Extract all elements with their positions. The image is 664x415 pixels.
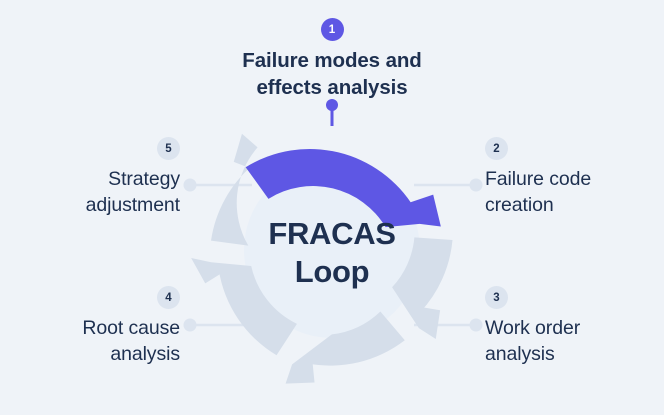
step-label-1: Failure modes and effects analysis (242, 49, 422, 99)
connector-dot-4 (183, 318, 197, 332)
arrow-segment-3 (285, 311, 405, 384)
step-node-1[interactable]: 1 Failure modes and effects analysis (182, 18, 482, 101)
center-title: FRACAS Loop (222, 215, 442, 291)
step-badge-3: 3 (485, 286, 508, 309)
connector-dot-5 (183, 178, 197, 192)
step-badge-2: 2 (485, 137, 508, 160)
step-label-3: Work order analysis (485, 317, 581, 366)
arrow-segment-5 (211, 133, 262, 246)
center-title-line-1: FRACAS (268, 216, 396, 251)
step-badge-1: 1 (320, 18, 344, 41)
step-label-4: Root cause analysis (82, 317, 180, 366)
step-node-3[interactable]: 3 Work order analysis (485, 286, 660, 367)
step-badge-5: 5 (157, 137, 180, 160)
step-node-4[interactable]: 4 Root cause analysis (5, 286, 180, 367)
arrow-segment-4 (191, 257, 297, 356)
step-label-2: Failure code creation (485, 168, 592, 217)
step-label-5: Strategy adjustment (85, 168, 180, 217)
stem-dot (326, 99, 338, 111)
arrow-segment-2 (392, 237, 453, 339)
connector-dot-2 (469, 178, 483, 192)
connector-dot-3 (469, 318, 483, 332)
step-node-5[interactable]: 5 Strategy adjustment (5, 137, 180, 218)
center-title-line-2: Loop (294, 253, 370, 289)
step-node-2[interactable]: 2 Failure code creation (485, 137, 660, 218)
step-1-stem (326, 99, 338, 126)
arrow-segment-1 (245, 148, 441, 228)
step-badge-4: 4 (157, 286, 180, 309)
